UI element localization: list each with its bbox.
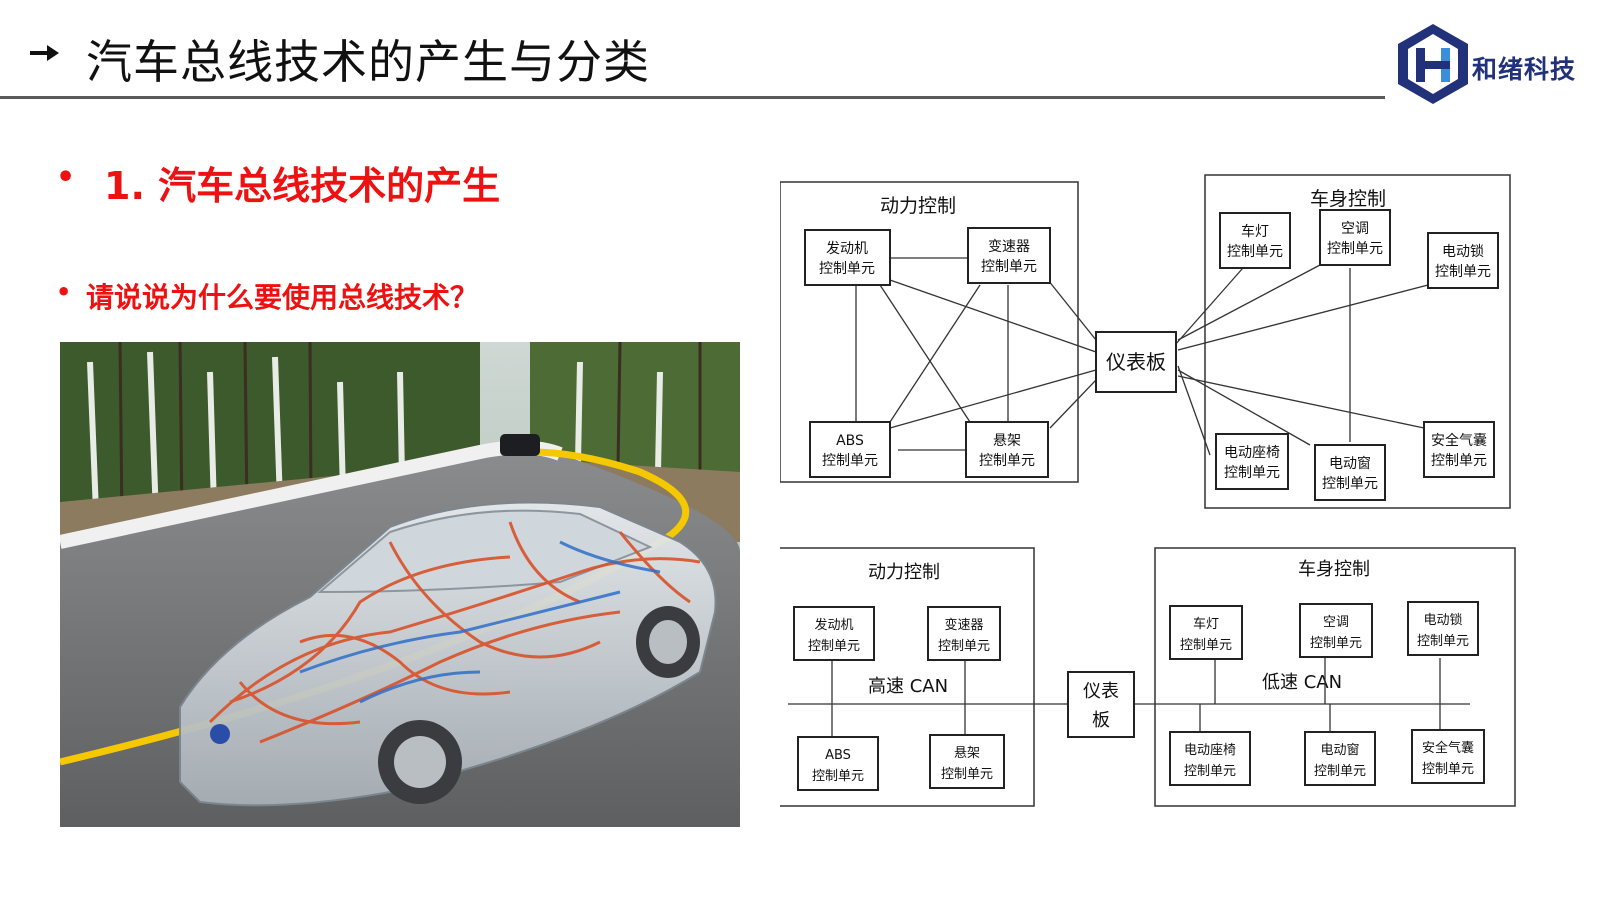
svg-text:控制单元: 控制单元 (1322, 476, 1378, 492)
svg-text:控制单元: 控制单元 (1417, 634, 1469, 649)
svg-text:电动座椅: 电动座椅 (1224, 445, 1280, 461)
dashboard-label: 仪表板 (1106, 350, 1166, 374)
svg-text:安全气囊: 安全气囊 (1431, 432, 1487, 449)
low-speed-can-label: 低速 CAN (1262, 672, 1342, 693)
svg-text:车灯: 车灯 (1241, 223, 1269, 240)
svg-text:空调: 空调 (1341, 221, 1369, 237)
svg-text:发动机: 发动机 (826, 241, 868, 257)
car-wiring-photo (60, 342, 740, 827)
question-text: 请说说为什么要使用总线技术？ (86, 281, 479, 314)
svg-text:电动座椅: 电动座椅 (1184, 743, 1236, 758)
title-divider (0, 96, 1385, 99)
dashboard-label: 仪表 (1083, 681, 1119, 702)
svg-text:变速器: 变速器 (944, 617, 983, 633)
svg-text:控制单元: 控制单元 (938, 639, 990, 654)
power-group-label: 动力控制 (868, 562, 940, 583)
can-bus-diagram: 动力控制 车身控制 高速 CAN 低速 CAN 发动机 控制单元 变速器 控制单… (780, 547, 1516, 807)
body-control-frame (1204, 174, 1511, 509)
svg-text:ABS: ABS (836, 433, 864, 449)
dashboard-box (1095, 331, 1177, 393)
svg-text:控制单元: 控制单元 (1224, 465, 1280, 481)
company-logo (1398, 24, 1468, 104)
power-unit-boxes: 发动机 控制单元 变速器 控制单元 ABS 控制单元 悬架 控制单元 (804, 227, 1051, 478)
dashboard-label: 板 (1092, 710, 1110, 731)
point-to-point-diagram: 动力控制 车身控制 发动机 控制单元 变速器 (780, 174, 1511, 509)
power-control-frame (780, 547, 1035, 807)
arrow-right-icon (30, 45, 59, 61)
title-bar: 汽车总线技术的产生与分类 (0, 0, 1390, 98)
svg-text:空调: 空调 (1323, 615, 1349, 630)
svg-text:安全气囊: 安全气囊 (1422, 740, 1474, 756)
svg-text:控制单元: 控制单元 (822, 453, 878, 469)
svg-text:控制单元: 控制单元 (981, 259, 1037, 275)
svg-text:电动窗: 电动窗 (1320, 742, 1359, 758)
svg-text:电动锁: 电动锁 (1442, 244, 1484, 260)
svg-text:电动锁: 电动锁 (1423, 612, 1462, 628)
wiring-lines (855, 257, 1429, 456)
bus-drops (831, 658, 1441, 738)
svg-text:控制单元: 控制单元 (819, 261, 875, 277)
svg-text:控制单元: 控制单元 (1310, 636, 1362, 651)
body-unit-boxes: 车灯 控制单元 空调 控制单元 电动锁 控制单元 电动座椅 控制单元 电动窗 控… (1215, 209, 1499, 501)
svg-text:控制单元: 控制单元 (812, 769, 864, 784)
svg-text:控制单元: 控制单元 (1431, 453, 1487, 469)
high-speed-can-label: 高速 CAN (868, 676, 948, 697)
svg-text:控制单元: 控制单元 (1422, 762, 1474, 777)
logo-text: 和绪科技 (1472, 55, 1577, 84)
svg-text:发动机: 发动机 (814, 617, 853, 633)
power-group-label: 动力控制 (880, 195, 956, 217)
body-group-label: 车身控制 (1310, 188, 1386, 210)
section-heading: 1. 汽车总线技术的产生 (104, 164, 501, 208)
body-unit-boxes: 车灯 控制单元 空调 控制单元 电动锁 控制单元 电动座椅 控制单元 电动窗 控… (1169, 601, 1485, 786)
svg-text:控制单元: 控制单元 (1314, 764, 1366, 779)
svg-text:ABS: ABS (825, 748, 851, 763)
body-control-frame (1154, 547, 1516, 807)
page-title: 汽车总线技术的产生与分类 (86, 35, 650, 89)
svg-text:悬架: 悬架 (954, 746, 980, 761)
power-control-frame (780, 181, 1079, 483)
dashboard-box (1067, 671, 1135, 738)
svg-text:控制单元: 控制单元 (1184, 764, 1236, 779)
bullet-dot: • (56, 278, 72, 306)
svg-text:电动窗: 电动窗 (1329, 455, 1371, 472)
svg-text:车灯: 车灯 (1193, 616, 1219, 632)
svg-text:控制单元: 控制单元 (808, 639, 860, 654)
network-diagrams: 动力控制 车身控制 发动机 控制单元 变速器 (780, 174, 1516, 807)
svg-text:控制单元: 控制单元 (979, 453, 1035, 469)
svg-text:控制单元: 控制单元 (1227, 244, 1283, 260)
body-group-label: 车身控制 (1298, 559, 1370, 580)
svg-text:变速器: 变速器 (988, 239, 1030, 255)
bullet-dot: • (56, 160, 76, 195)
svg-text:悬架: 悬架 (993, 433, 1021, 449)
svg-text:控制单元: 控制单元 (1327, 241, 1383, 257)
power-unit-boxes: 发动机 控制单元 变速器 控制单元 ABS 控制单元 悬架 控制单元 (793, 606, 1005, 791)
svg-text:控制单元: 控制单元 (1180, 638, 1232, 653)
svg-text:控制单元: 控制单元 (941, 767, 993, 782)
svg-text:控制单元: 控制单元 (1435, 264, 1491, 280)
